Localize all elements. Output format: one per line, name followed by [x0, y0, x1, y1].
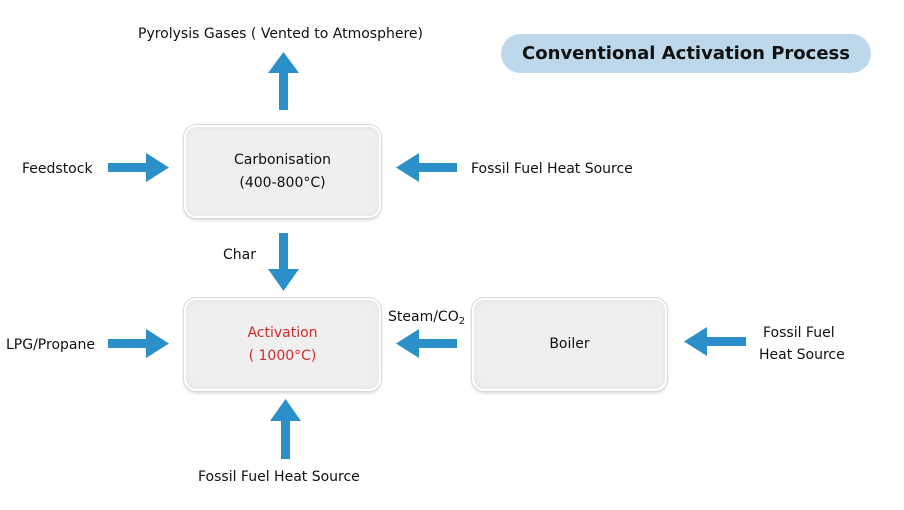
- lpg-propane-label: LPG/Propane: [6, 337, 95, 353]
- arrow-fossil-fuel-to-activation: [270, 399, 301, 459]
- boiler-label: Boiler: [549, 336, 590, 352]
- boiler-box: Boiler: [472, 298, 667, 391]
- arrow-fossil-fuel-to-carbonisation: [396, 153, 457, 182]
- carbonisation-label: Carbonisation: [233, 151, 331, 168]
- arrow-boiler-to-activation: [396, 329, 457, 358]
- arrow-fossil-fuel-to-boiler: [684, 327, 746, 356]
- char-label: Char: [223, 247, 256, 263]
- feedstock-label: Feedstock: [22, 161, 93, 177]
- activation-label: Activation: [247, 324, 318, 341]
- fossil-fuel-right-label-line1: Fossil Fuel: [763, 325, 835, 341]
- carbonisation-temperature: (400-800°C): [239, 174, 326, 191]
- carbonisation-box: Carbonisation (400-800°C): [184, 125, 381, 218]
- arrow-up-pyrolysis: [268, 52, 299, 110]
- arrow-char-down: [268, 233, 299, 291]
- steam-co2-label: Steam/CO2: [388, 306, 465, 333]
- arrow-lpg-to-activation: [108, 329, 169, 358]
- activation-temperature: ( 1000°C): [248, 347, 317, 364]
- steam-co2-subscript: 2: [458, 316, 466, 327]
- steam-co2-text: Steam/CO: [388, 309, 459, 325]
- pyrolysis-gases-label: Pyrolysis Gases ( Vented to Atmosphere): [138, 26, 423, 42]
- fossil-fuel-top-label: Fossil Fuel Heat Source: [471, 161, 633, 177]
- arrow-feedstock-to-carbonisation: [108, 153, 169, 182]
- activation-box: Activation ( 1000°C): [184, 298, 381, 391]
- fossil-fuel-right-label-line2: Heat Source: [759, 347, 845, 363]
- fossil-fuel-bottom-label: Fossil Fuel Heat Source: [198, 469, 360, 485]
- diagram-title: Conventional Activation Process: [501, 34, 871, 73]
